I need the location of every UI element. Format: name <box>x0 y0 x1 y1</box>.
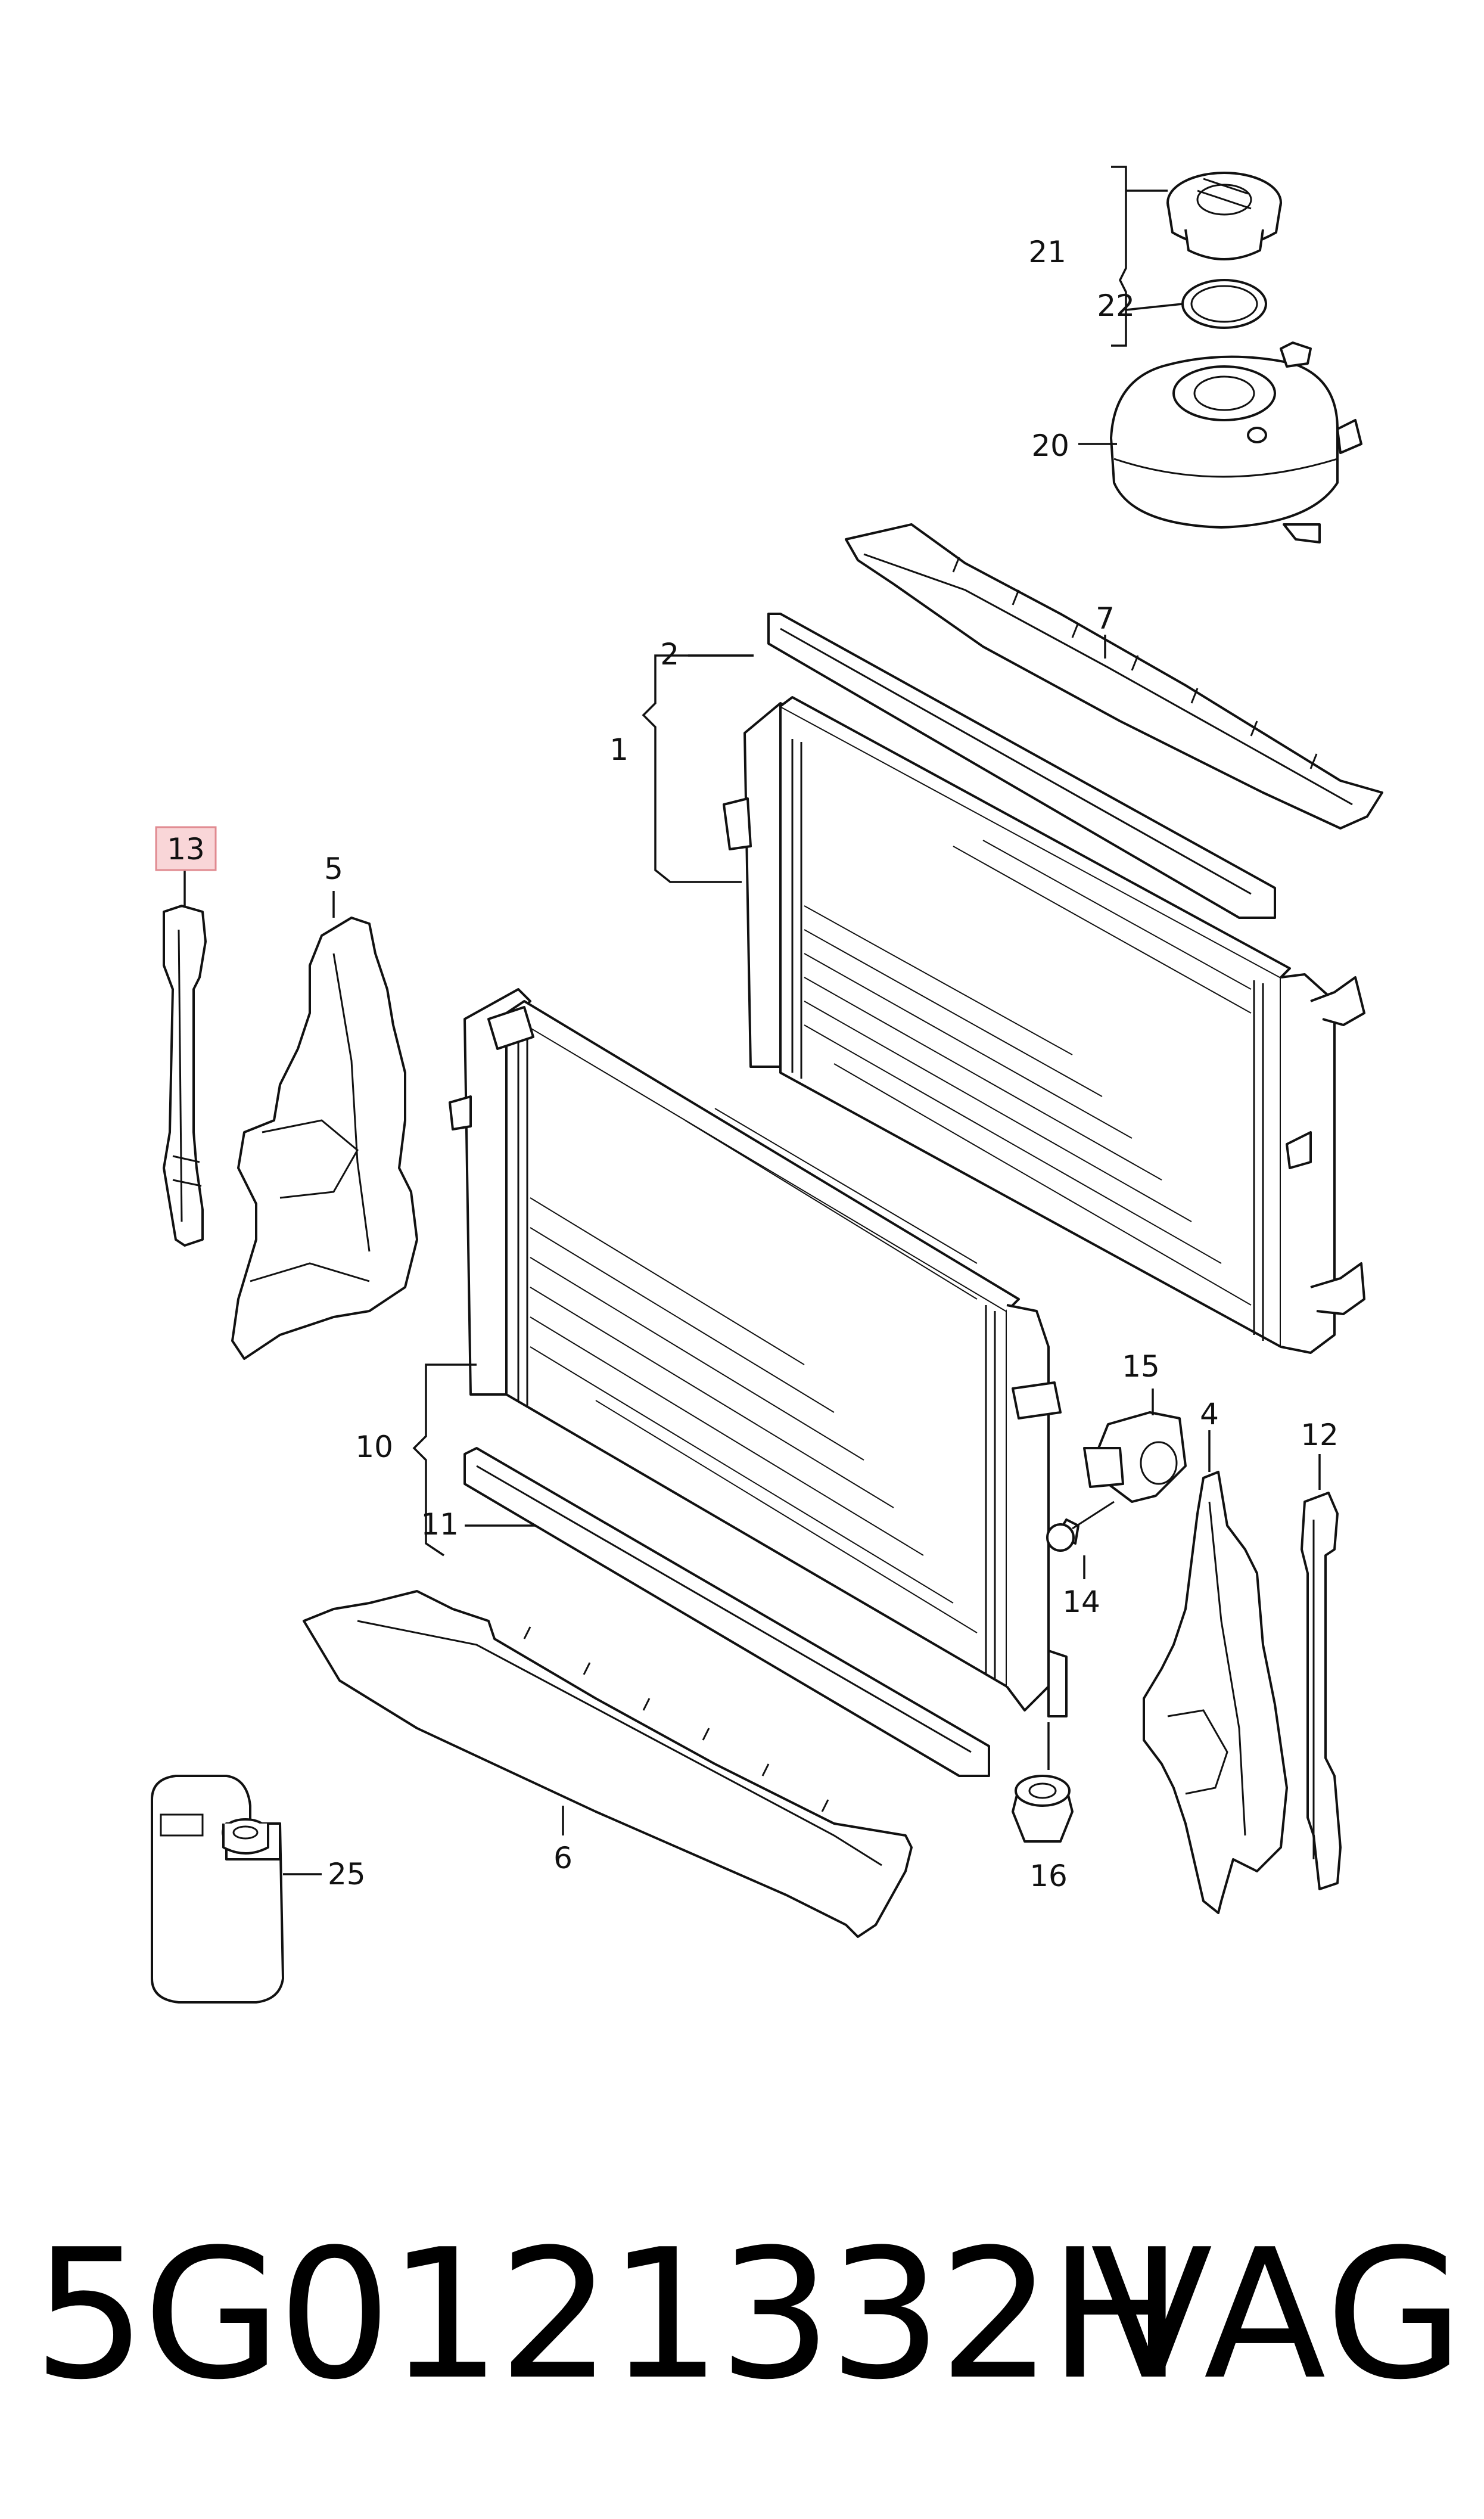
callout-22: 22 <box>1097 288 1135 323</box>
callout-13-highlight: 13 <box>155 826 217 871</box>
lower-air-guide <box>303 1590 913 1938</box>
right-side-strip <box>1301 1492 1342 1890</box>
upper-air-guide <box>845 523 1383 830</box>
callout-7: 7 <box>1096 601 1115 636</box>
callout-16: 16 <box>1029 1859 1068 1893</box>
callout-1: 1 <box>609 732 629 767</box>
radiator <box>723 696 1365 1354</box>
callout-15: 15 <box>1122 1349 1160 1384</box>
callout-21: 21 <box>1028 235 1066 269</box>
mounting-screw <box>1046 1501 1115 1552</box>
parts-diagram: 21 22 20 7 2 1 <box>151 166 1383 2004</box>
callout-10: 10 <box>355 1430 393 1464</box>
part-number: 5G0121332H <box>33 2211 1183 2419</box>
right-side-air-guide <box>1143 1471 1288 1914</box>
rubber-mount <box>1012 1775 1074 1843</box>
mounting-bracket <box>1083 1411 1187 1503</box>
callout-25: 25 <box>328 1857 366 1891</box>
callout-6: 6 <box>553 1841 573 1875</box>
highlight-box <box>155 826 217 871</box>
condenser-fins <box>530 1108 978 1633</box>
callout-4: 4 <box>1200 1397 1219 1431</box>
radiator-fins <box>804 840 1252 1306</box>
callout-12: 12 <box>1301 1418 1339 1452</box>
tank-cap <box>1166 172 1282 260</box>
callout-14: 14 <box>1062 1585 1100 1619</box>
expansion-tank-group: 21 22 20 <box>1028 166 1362 543</box>
upper-seal-strip <box>767 613 1276 919</box>
seal-ring <box>1181 279 1267 329</box>
expansion-tank <box>1110 341 1362 543</box>
callout-2: 2 <box>660 637 679 672</box>
left-side-strip <box>163 905 207 1247</box>
callout-20: 20 <box>1031 428 1069 463</box>
callout-13: 13 <box>167 832 205 866</box>
condenser <box>449 988 1068 1717</box>
left-side-air-guide <box>231 917 418 1360</box>
coolant-bottle <box>151 1775 284 2004</box>
brand-name: VAG <box>1090 2211 1466 2419</box>
callout-5: 5 <box>324 852 343 886</box>
lower-seal-strip <box>463 1447 990 1777</box>
callout-11: 11 <box>421 1507 459 1542</box>
